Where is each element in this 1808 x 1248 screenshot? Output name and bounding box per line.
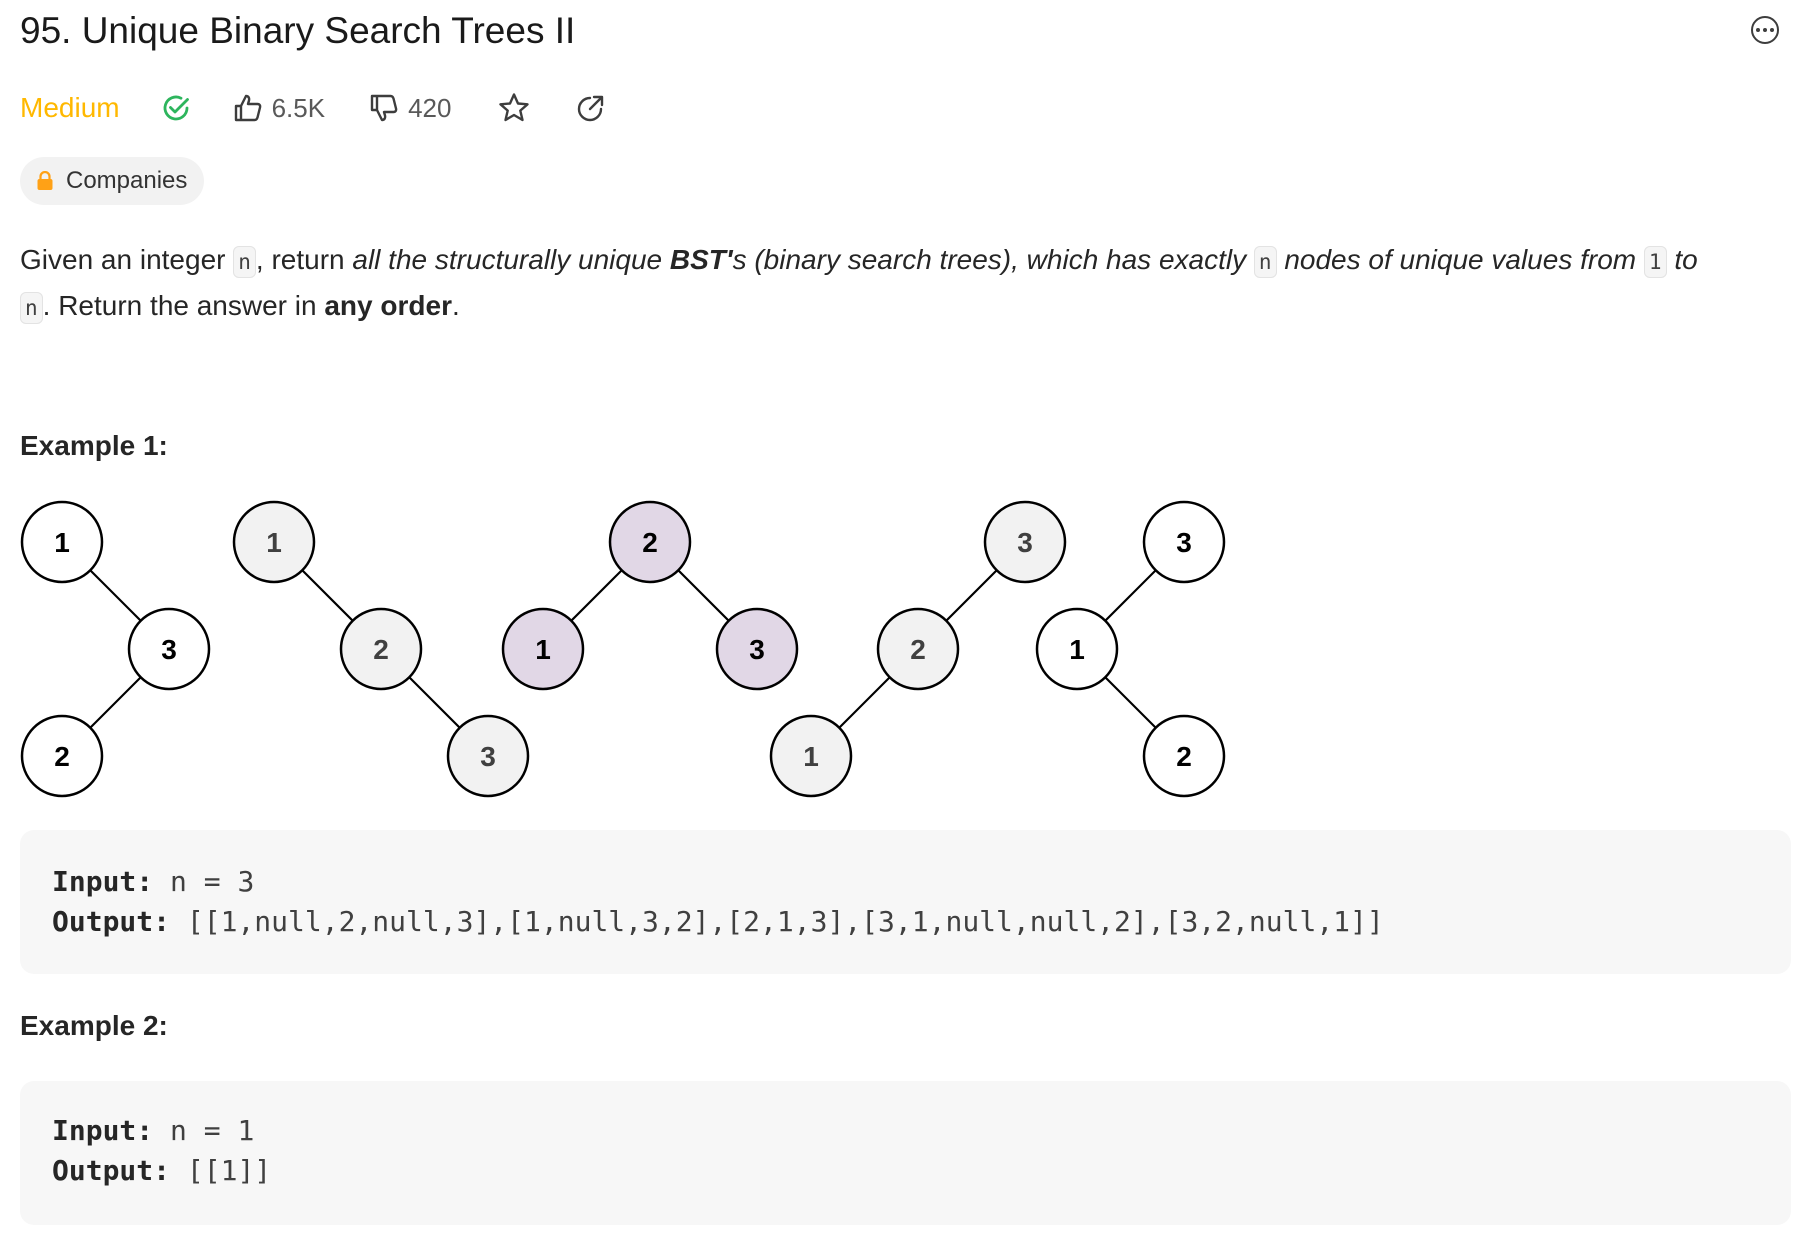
- tree-node: 1: [1035, 607, 1119, 691]
- node-label: 2: [642, 527, 658, 558]
- example-output-line: Output: [[1,null,2,null,3],[1,null,3,2],…: [52, 902, 1791, 942]
- node-label: 2: [54, 741, 70, 772]
- node-label: 1: [1069, 634, 1085, 665]
- tree-node: 2: [1142, 714, 1226, 798]
- inline-code: n: [1253, 246, 1277, 278]
- desc-text: .: [451, 290, 460, 321]
- output-value: [[1]]: [170, 1154, 272, 1187]
- dislike-count: 420: [408, 92, 452, 123]
- inline-code: 1: [1643, 246, 1667, 278]
- inline-code: n: [20, 292, 43, 324]
- companies-label: Companies: [66, 167, 188, 194]
- tree-node: 3: [715, 607, 799, 691]
- node-label: 3: [480, 741, 496, 772]
- desc-text: , return: [255, 244, 353, 275]
- desc-text: Given an integer: [20, 244, 234, 275]
- example-1-title: Example 1:: [20, 430, 168, 461]
- desc-italic: s (binary search trees), which has exact…: [732, 244, 1254, 275]
- desc-italic: all the structurally unique: [352, 244, 670, 275]
- desc-text: . Return the answer in: [42, 290, 325, 321]
- tree-node: 2: [339, 607, 423, 691]
- desc-italic: nodes of unique values from: [1276, 244, 1644, 275]
- node-label: 1: [54, 527, 70, 558]
- problem-meta-bar: Medium 6.5K 420: [20, 88, 607, 128]
- example-input-line: Input: n = 3: [52, 862, 1791, 902]
- output-value: [[1,null,2,null,3],[1,null,3,2],[2,1,3],…: [170, 905, 1384, 938]
- node-label: 3: [1017, 527, 1033, 558]
- lock-icon: [36, 171, 54, 191]
- tree-node: 3: [1142, 500, 1226, 584]
- input-value: n = 3: [153, 865, 255, 898]
- tree-node: 1: [20, 500, 104, 584]
- node-label: 2: [373, 634, 389, 665]
- problem-description: Given an integer n, return all the struc…: [20, 238, 1790, 330]
- node-label: 3: [749, 634, 765, 665]
- node-label: 1: [803, 741, 819, 772]
- tree-node: 3: [127, 607, 211, 691]
- tree-node: 1: [501, 607, 585, 691]
- node-label: 2: [1176, 741, 1192, 772]
- desc-italic: to: [1666, 244, 1698, 275]
- problem-title: 95. Unique Binary Search Trees II: [20, 10, 576, 51]
- inline-code: n: [233, 246, 256, 278]
- node-label: 3: [1176, 527, 1192, 558]
- node-label: 1: [266, 527, 282, 558]
- tree-node: 3: [983, 500, 1067, 584]
- thumbs-down-icon: [368, 92, 400, 124]
- favorite-star-icon[interactable]: [497, 91, 531, 125]
- node-label: 2: [910, 634, 926, 665]
- input-label: Input:: [52, 1114, 154, 1147]
- thumbs-up-icon: [232, 92, 264, 124]
- more-options-icon[interactable]: [1751, 16, 1779, 44]
- desc-bold: any order: [324, 290, 452, 321]
- example-1-code: Input: n = 3 Output: [[1,null,2,null,3],…: [20, 830, 1791, 974]
- share-icon[interactable]: [575, 92, 607, 124]
- tree-node: 2: [608, 500, 692, 584]
- node-label: 3: [161, 634, 177, 665]
- output-label: Output:: [52, 905, 171, 938]
- difficulty-badge: Medium: [20, 92, 120, 123]
- node-label: 1: [535, 634, 551, 665]
- companies-button[interactable]: Companies: [20, 157, 205, 205]
- like-button[interactable]: 6.5K: [232, 92, 326, 124]
- tree-node: 3: [446, 714, 530, 798]
- output-label: Output:: [52, 1154, 171, 1187]
- input-label: Input:: [52, 865, 154, 898]
- tree-node: 1: [232, 500, 316, 584]
- example-output-line: Output: [[1]]: [52, 1151, 1791, 1191]
- input-value: n = 1: [153, 1114, 255, 1147]
- solved-check-icon: [160, 92, 192, 124]
- tree-nodes: 1 3 2 1 2 3 2 1 3 3 2 1 3 1 2: [20, 500, 1226, 798]
- like-count: 6.5K: [271, 92, 326, 123]
- desc-bold-italic: BST': [669, 244, 733, 275]
- tree-node: 2: [20, 714, 104, 798]
- example-input-line: Input: n = 1: [52, 1111, 1791, 1151]
- example-2-title: Example 2:: [20, 1010, 168, 1041]
- dislike-button[interactable]: 420: [368, 92, 451, 124]
- bst-diagram: 1 3 2 1 2 3 2 1 3 3 2 1 3 1 2: [20, 500, 1226, 798]
- tree-node: 1: [769, 714, 853, 798]
- tree-node: 2: [876, 607, 960, 691]
- example-2-code: Input: n = 1 Output: [[1]]: [20, 1081, 1791, 1225]
